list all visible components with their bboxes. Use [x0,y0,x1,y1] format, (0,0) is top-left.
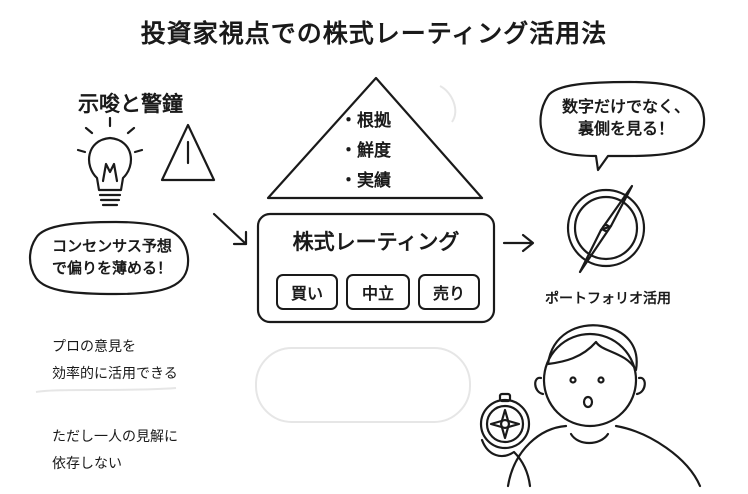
criteria-item: ・実績 [340,171,391,191]
compass-icon [566,184,646,274]
arrow-left [212,212,248,246]
right-bubble [539,80,706,172]
criteria-item: ・鮮度 [340,141,391,161]
right-bubble-line1: 数字だけでなく、 [561,97,690,116]
warnings-heading: 示唆と警鐘 [78,92,183,116]
rating-box [256,212,496,324]
rating-button-sell: 売り [418,274,480,310]
note-caution-line1: ただし一人の見解に [52,429,178,445]
person-illustration [506,324,702,488]
criteria-item: ・根拠 [340,111,391,131]
left-bubble-line1: コンセンサス予想 [52,237,172,255]
rating-box-title: 株式レーティング [292,230,460,254]
note-pro-line1: プロの意見を [52,339,136,355]
warning-icon [160,123,216,182]
page-title: 投資家視点での株式レーティング活用法 [140,19,608,48]
note-pro-line2: 効率的に活用できる [52,366,178,382]
left-bubble [28,220,190,296]
criteria-triangle [266,76,484,200]
arrow-right [502,233,535,253]
rating-button-neutral: 中立 [346,274,410,310]
right-bubble-line2: 裏側を見る！ [577,119,674,138]
lightbulb-icon [76,116,144,207]
rating-button-buy: 買い [276,274,338,310]
note-caution-line2: 依存しない [52,456,122,472]
handheld-compass-icon [479,392,532,488]
portfolio-label: ポートフォリオ活用 [545,291,671,307]
left-bubble-line2: で偏りを薄める！ [51,259,172,277]
